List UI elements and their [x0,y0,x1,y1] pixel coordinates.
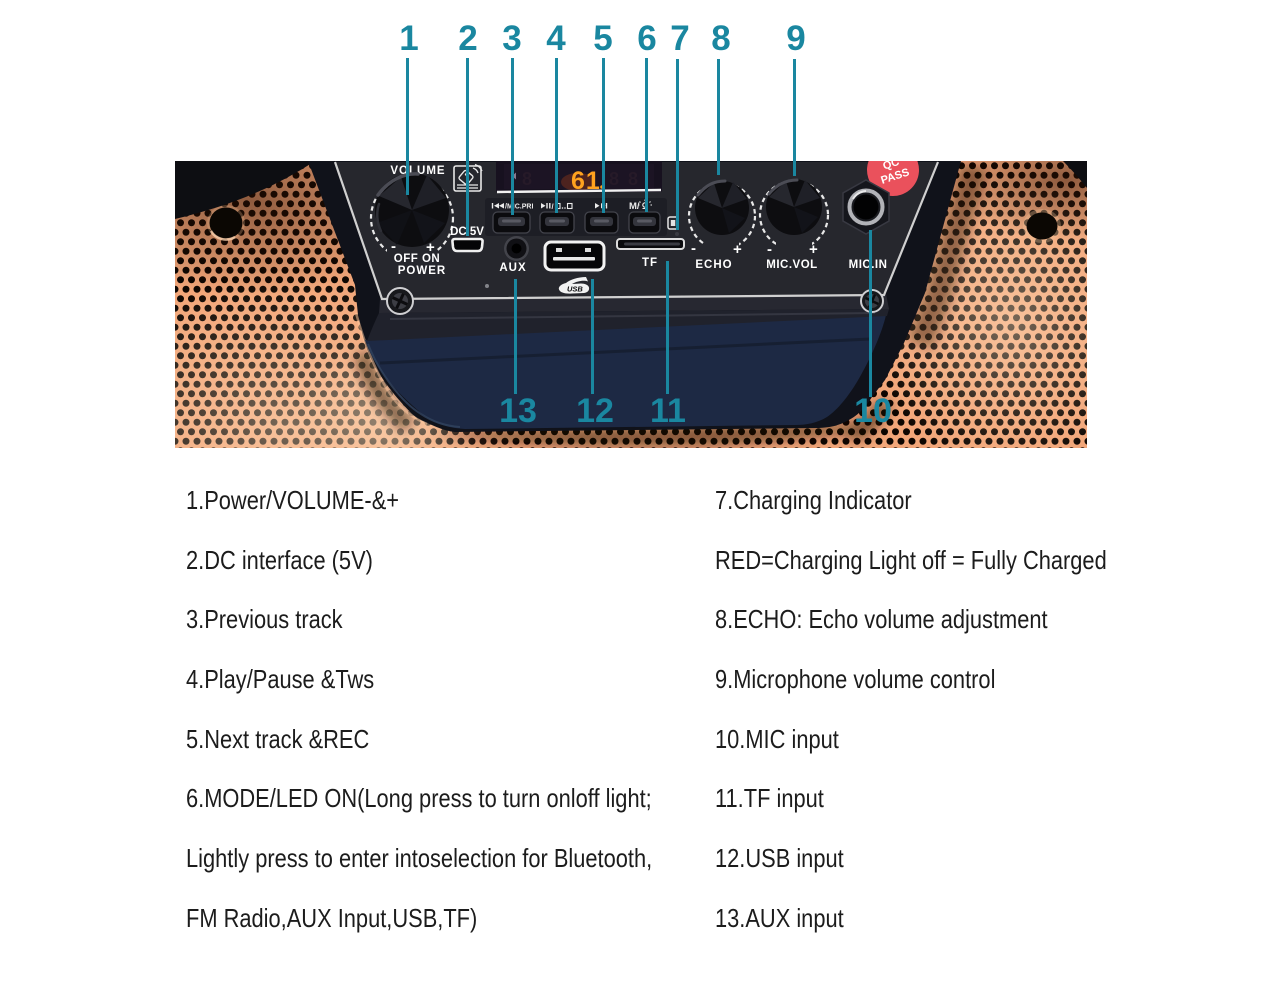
svg-text:8: 8 [522,169,532,189]
svg-text:/: / [552,202,555,211]
svg-text:-: - [767,241,772,258]
svg-text:ECHO: ECHO [695,259,732,271]
svg-text:/MIC.PRI: /MIC.PRI [505,204,533,211]
svg-text:8: 8 [609,169,619,189]
svg-text:+: + [426,239,435,256]
svg-text:M/: M/ [629,201,640,212]
svg-text:8: 8 [628,169,638,189]
svg-text:TF: TF [642,257,658,269]
svg-text:OFF ON: OFF ON [394,253,440,265]
svg-text:POWER: POWER [398,265,446,277]
svg-text:USB: USB [567,285,583,294]
svg-text:-: - [391,238,396,255]
svg-text:MIC.VOL: MIC.VOL [766,259,817,271]
svg-text:QC: QC [881,161,900,173]
svg-text:MIC.IN: MIC.IN [849,259,888,271]
svg-text:-: - [691,240,696,257]
svg-text:AUX: AUX [499,262,526,274]
svg-text:+: + [809,241,818,258]
svg-text:+: + [733,241,742,258]
